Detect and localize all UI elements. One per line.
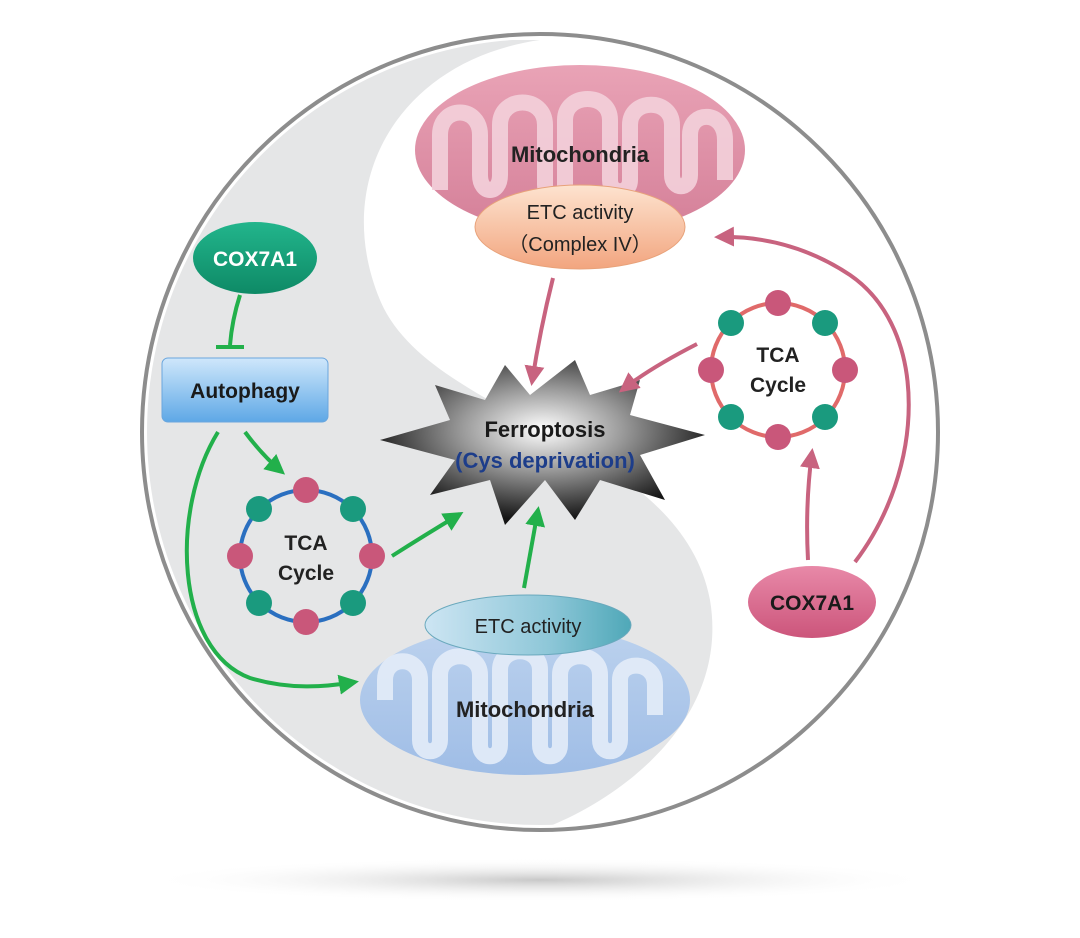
right-cox7a1-node: COX7A1 [748,566,876,638]
right-tca-line2: Cycle [750,374,806,397]
bottom-etc-label: ETC activity [475,616,582,638]
top-etc-line1: ETC activity [527,202,634,224]
ferroptosis-burst: Ferroptosis (Cys deprivation) [380,360,705,525]
left-cox7a1-label: COX7A1 [213,248,297,271]
left-tca-cycle: TCA Cycle [227,477,385,635]
ferroptosis-title: Ferroptosis [484,417,605,442]
left-tca-node [293,609,319,635]
left-tca-node [340,590,366,616]
top-mitochondria-label: Mitochondria [511,142,650,167]
left-tca-node [246,496,272,522]
top-mitochondria: Mitochondria [415,65,745,235]
right-tca-cycle: TCA Cycle [698,290,858,450]
left-tca-line2: Cycle [278,562,334,585]
pink-arrows [524,226,911,564]
autophagy-box: Autophagy [161,357,329,423]
right-tca-node [812,310,838,336]
right-tca-node [832,357,858,383]
left-tca-node [359,543,385,569]
bottom-mitochondria-label: Mitochondria [456,697,595,722]
right-tca-node [812,404,838,430]
right-tca-node [718,310,744,336]
left-cox7a1-node: COX7A1 [193,222,317,294]
bottom-etc-activity: ETC activity [424,594,632,656]
right-tca-node [698,357,724,383]
floor-shadow [140,858,940,902]
left-tca-node [340,496,366,522]
right-tca-node [765,290,791,316]
right-tca-node [765,424,791,450]
top-etc-activity: ETC activity （Complex IV） [474,184,686,270]
right-cox7a1-label: COX7A1 [770,592,854,615]
left-tca-node [246,590,272,616]
ferroptosis-subtitle: (Cys deprivation) [455,448,635,473]
top-etc-line2: （Complex IV） [508,233,651,256]
autophagy-label: Autophagy [190,380,300,403]
right-tca-node [718,404,744,430]
left-tca-line1: TCA [284,532,327,555]
right-tca-line1: TCA [756,344,799,367]
green-arrows [184,430,546,695]
left-tca-node [227,543,253,569]
inhibition-arrow [216,294,244,349]
left-tca-node [293,477,319,503]
bottom-mitochondria: Mitochondria [360,625,690,775]
